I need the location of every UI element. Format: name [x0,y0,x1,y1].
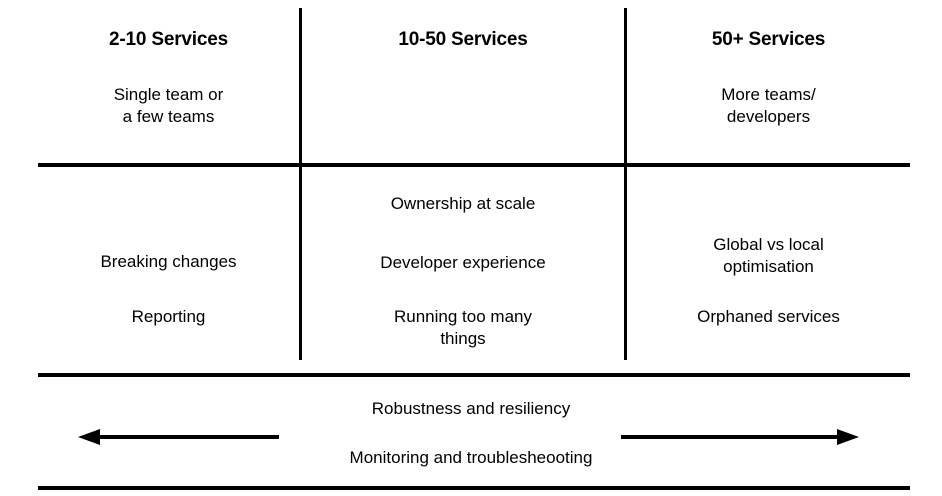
column-divider-2 [624,8,627,360]
column-subtitle-2-10-services: Single team or a few teams [113,85,224,126]
column-divider-1 [299,8,302,360]
horizontal-rule-middle [38,373,910,377]
column-header-10-50-services: 10-50 Services [398,29,528,50]
challenge-item: Running too many things [394,307,532,348]
right-arrow-shaft [621,435,839,439]
challenge-item: Global vs local optimisation [713,235,824,276]
horizontal-rule-top [38,163,910,167]
challenge-item: Breaking changes [100,252,237,271]
right-arrow-icon [621,429,859,445]
horizontal-rule-bottom [38,486,910,490]
left-arrow-head [78,429,100,445]
footer-line-monitoring: Monitoring and troublesheooting [349,448,593,467]
column-header-50-plus-services: 50+ Services [711,29,826,50]
challenge-item: Ownership at scale [390,194,536,213]
challenge-item: Orphaned services [697,307,840,326]
footer-line-robustness: Robustness and resiliency [371,399,571,418]
right-arrow-head [837,429,859,445]
column-subtitle-50-plus-services: More teams/ developers [721,85,816,126]
left-arrow-icon [78,429,279,445]
challenge-item: Developer experience [380,253,546,272]
left-arrow-shaft [98,435,279,439]
challenge-item: Reporting [131,307,206,326]
column-header-2-10-services: 2-10 Services [109,29,228,50]
